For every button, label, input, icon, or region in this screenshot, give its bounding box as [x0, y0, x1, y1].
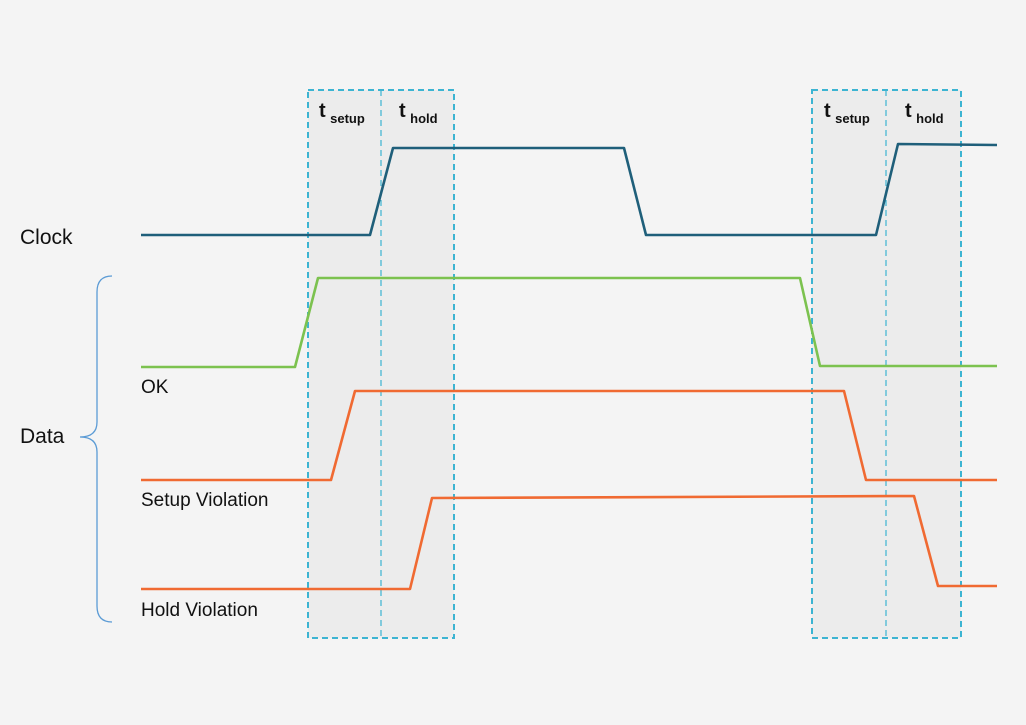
timing-window-1-hold-label: t hold: [399, 100, 438, 126]
hold-violation-label: Hold Violation: [141, 600, 258, 621]
data-group-brace: [79, 275, 113, 623]
hold-violation-waveform: [141, 494, 997, 591]
clock-waveform: [141, 142, 998, 237]
data-ok-waveform: [141, 276, 997, 369]
ok-label: OK: [141, 377, 169, 398]
data-label: Data: [20, 425, 65, 448]
clock-label: Clock: [20, 226, 73, 249]
timing-window-1-setup-label: t setup: [319, 100, 365, 126]
timing-window-2: t setup t hold: [811, 89, 962, 639]
timing-window-1: t setup t hold: [307, 89, 455, 639]
setup-violation-label: Setup Violation: [141, 490, 268, 511]
timing-window-2-hold-label: t hold: [905, 100, 944, 126]
timing-window-2-setup-label: t setup: [824, 100, 870, 126]
setup-violation-waveform: [141, 389, 997, 482]
